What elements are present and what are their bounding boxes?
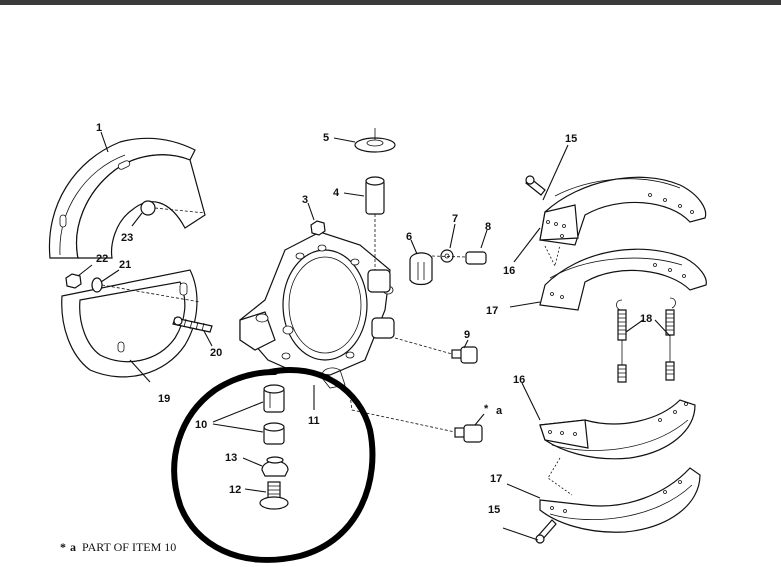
clip-6 xyxy=(409,252,433,286)
adjuster-20 xyxy=(172,316,213,333)
nut-22 xyxy=(65,273,82,289)
boot-13 xyxy=(261,456,289,477)
brake-lining-17-upper xyxy=(539,244,707,311)
brake-lining-17-lower xyxy=(539,457,701,533)
washer-21 xyxy=(91,277,201,303)
hand-drawn-circle xyxy=(171,367,376,563)
footnote-text: PART OF ITEM 10 xyxy=(82,540,177,554)
callout-19: 19 xyxy=(158,393,170,405)
adjusting-screw-12 xyxy=(259,481,289,510)
bolt-23 xyxy=(140,200,206,216)
callout-6: 6 xyxy=(406,231,412,243)
callout-15-lower: 15 xyxy=(488,504,500,516)
callout-17-upper: 17 xyxy=(486,305,498,317)
brake-shoe-16-upper xyxy=(539,176,707,246)
piston-10-upper xyxy=(263,384,285,413)
callout-8: 8 xyxy=(485,221,491,233)
bolt-9 xyxy=(394,337,478,364)
backing-plate-lower xyxy=(61,269,198,378)
callout-18: 18 xyxy=(640,313,652,325)
callout-13: 13 xyxy=(225,452,237,464)
footnote-star: * xyxy=(60,540,66,554)
cap-5 xyxy=(354,128,396,153)
callout-11: 11 xyxy=(308,415,320,427)
bolt-8 xyxy=(431,251,487,265)
plunger-4 xyxy=(365,176,385,270)
callout-9: 9 xyxy=(464,329,470,341)
callout-5: 5 xyxy=(323,132,329,144)
callout-16-lower: 16 xyxy=(513,374,525,386)
backing-plate-upper xyxy=(48,137,206,259)
callout-4: 4 xyxy=(333,187,340,199)
brake-shoe-16-lower xyxy=(539,399,696,460)
pin-15-upper xyxy=(525,175,546,196)
callout-7: 7 xyxy=(452,213,458,225)
callout-15-upper: 15 xyxy=(565,133,577,145)
callout-16-upper: 16 xyxy=(503,265,515,277)
callout-23: 23 xyxy=(121,232,133,244)
callout-10: 10 xyxy=(195,419,207,431)
callout-a-letter: a xyxy=(496,405,503,417)
callout-a-star: * xyxy=(484,403,489,415)
callout-3: 3 xyxy=(302,194,308,206)
leader-lines xyxy=(77,131,671,541)
callout-17-lower: 17 xyxy=(490,473,502,485)
footnote: * a PART OF ITEM 10 xyxy=(60,540,176,555)
footnote-key: a xyxy=(70,540,76,554)
brake-housing xyxy=(239,231,395,389)
pin-15-lower xyxy=(535,519,557,544)
washer-7 xyxy=(440,249,454,263)
callout-20: 20 xyxy=(210,347,222,359)
callout-22: 22 xyxy=(96,253,108,265)
callout-12: 12 xyxy=(229,484,241,496)
nut-3 xyxy=(310,220,326,236)
spring-18-right xyxy=(665,297,676,381)
callout-1: 1 xyxy=(96,122,102,134)
callout-21: 21 xyxy=(119,259,131,271)
bolt-a xyxy=(349,394,483,443)
top-bar xyxy=(0,0,781,5)
spring-18-left xyxy=(616,299,627,383)
piston-10-lower xyxy=(263,422,285,445)
